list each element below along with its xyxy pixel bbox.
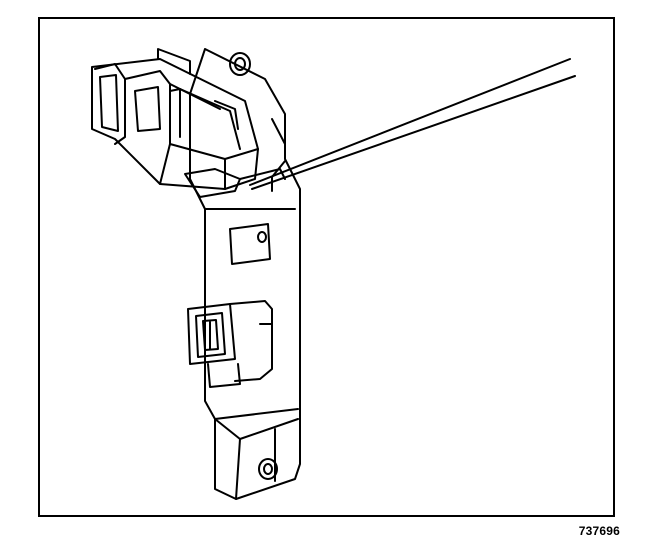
bracket-window xyxy=(229,223,271,265)
bottom-mounting-hole xyxy=(258,458,278,480)
component-illustration xyxy=(91,48,576,500)
diagram-frame xyxy=(38,17,615,517)
probe-tool xyxy=(249,58,576,190)
upper-connector xyxy=(91,48,259,190)
lower-connector xyxy=(187,300,273,388)
figure-number: 737696 xyxy=(578,524,620,538)
connector-latch-tab xyxy=(184,168,286,198)
top-mounting-hole xyxy=(229,52,251,76)
mounting-bracket xyxy=(189,48,301,500)
